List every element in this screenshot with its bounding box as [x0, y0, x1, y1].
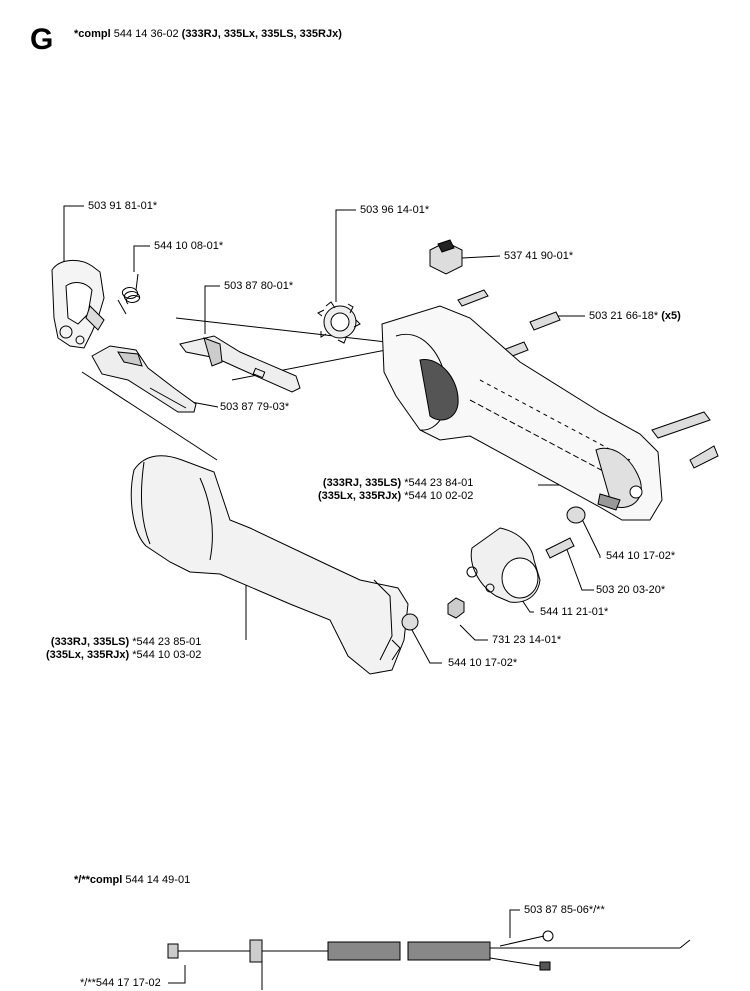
nut-part [447, 597, 465, 619]
part-label: 731 23 14-01* [492, 634, 562, 646]
subassembly-prefix: */**compl [74, 874, 123, 886]
part-label: 503 20 03-20* [596, 584, 666, 596]
bushing-part-lower [401, 613, 419, 631]
part-label: */**544 17 17-02 [80, 977, 161, 989]
part-label: 503 87 85-06*/** [524, 904, 605, 916]
part-number: 503 21 66-18* [589, 310, 659, 322]
part-label: 503 21 66-18* (x5) [589, 310, 681, 323]
part-label: 544 10 17-02* [606, 550, 676, 562]
variant-number: *544 23 84-01 [404, 477, 474, 489]
bushing-part-upper [566, 506, 586, 524]
sleeve-part [466, 527, 541, 603]
part-label-variants: (333RJ, 335LS) *544 23 84-01 (335Lx, 335… [318, 477, 473, 503]
variant-models: (335Lx, 335RJx) [46, 649, 130, 661]
part-label: 503 96 14-01* [360, 204, 430, 216]
part-label: 544 11 21-01* [540, 606, 609, 618]
variant-number: *544 10 02-02 [404, 490, 474, 502]
header-prefix: *compl [74, 28, 111, 40]
upper-housing-part [381, 305, 663, 521]
header-number: 544 14 36-02 [113, 28, 179, 40]
variant-models: (333RJ, 335LS) [50, 636, 130, 648]
part-label: 544 10 08-01* [154, 240, 224, 252]
part-label: 537 41 90-01* [504, 250, 574, 262]
trigger-part [91, 345, 197, 413]
subassembly-header: */**compl 544 14 49-01 [74, 874, 190, 887]
subassembly-number: 544 14 49-01 [125, 874, 191, 886]
variant-number: *544 23 85-01 [132, 636, 202, 648]
part-label: 503 87 80-01* [224, 280, 294, 292]
part-label: 544 10 17-02* [448, 657, 518, 669]
star-nut-part [317, 301, 361, 344]
lower-housing-part [130, 455, 409, 675]
section-letter: G [30, 23, 54, 56]
variant-models: (335Lx, 335RJx) [318, 490, 402, 502]
part-label: 503 87 79-03* [220, 401, 290, 413]
part-label: 503 91 81-01* [88, 200, 158, 212]
throttle-lever-part [179, 335, 301, 393]
throttle-cable-part [167, 930, 691, 990]
page-header: *compl 544 14 36-02 (333RJ, 335Lx, 335LS… [74, 28, 342, 40]
variant-number: *544 10 03-02 [132, 649, 202, 661]
part-label-variants: (333RJ, 335LS) *544 23 85-01 (335Lx, 335… [46, 636, 201, 662]
spring-part [117, 273, 141, 315]
switch-part [429, 239, 463, 275]
header-models: (333RJ, 335Lx, 335LS, 335RJx) [181, 28, 342, 40]
variant-models: (333RJ, 335LS) [322, 477, 402, 489]
clamp-part [51, 260, 105, 349]
part-quantity: (x5) [661, 310, 681, 322]
